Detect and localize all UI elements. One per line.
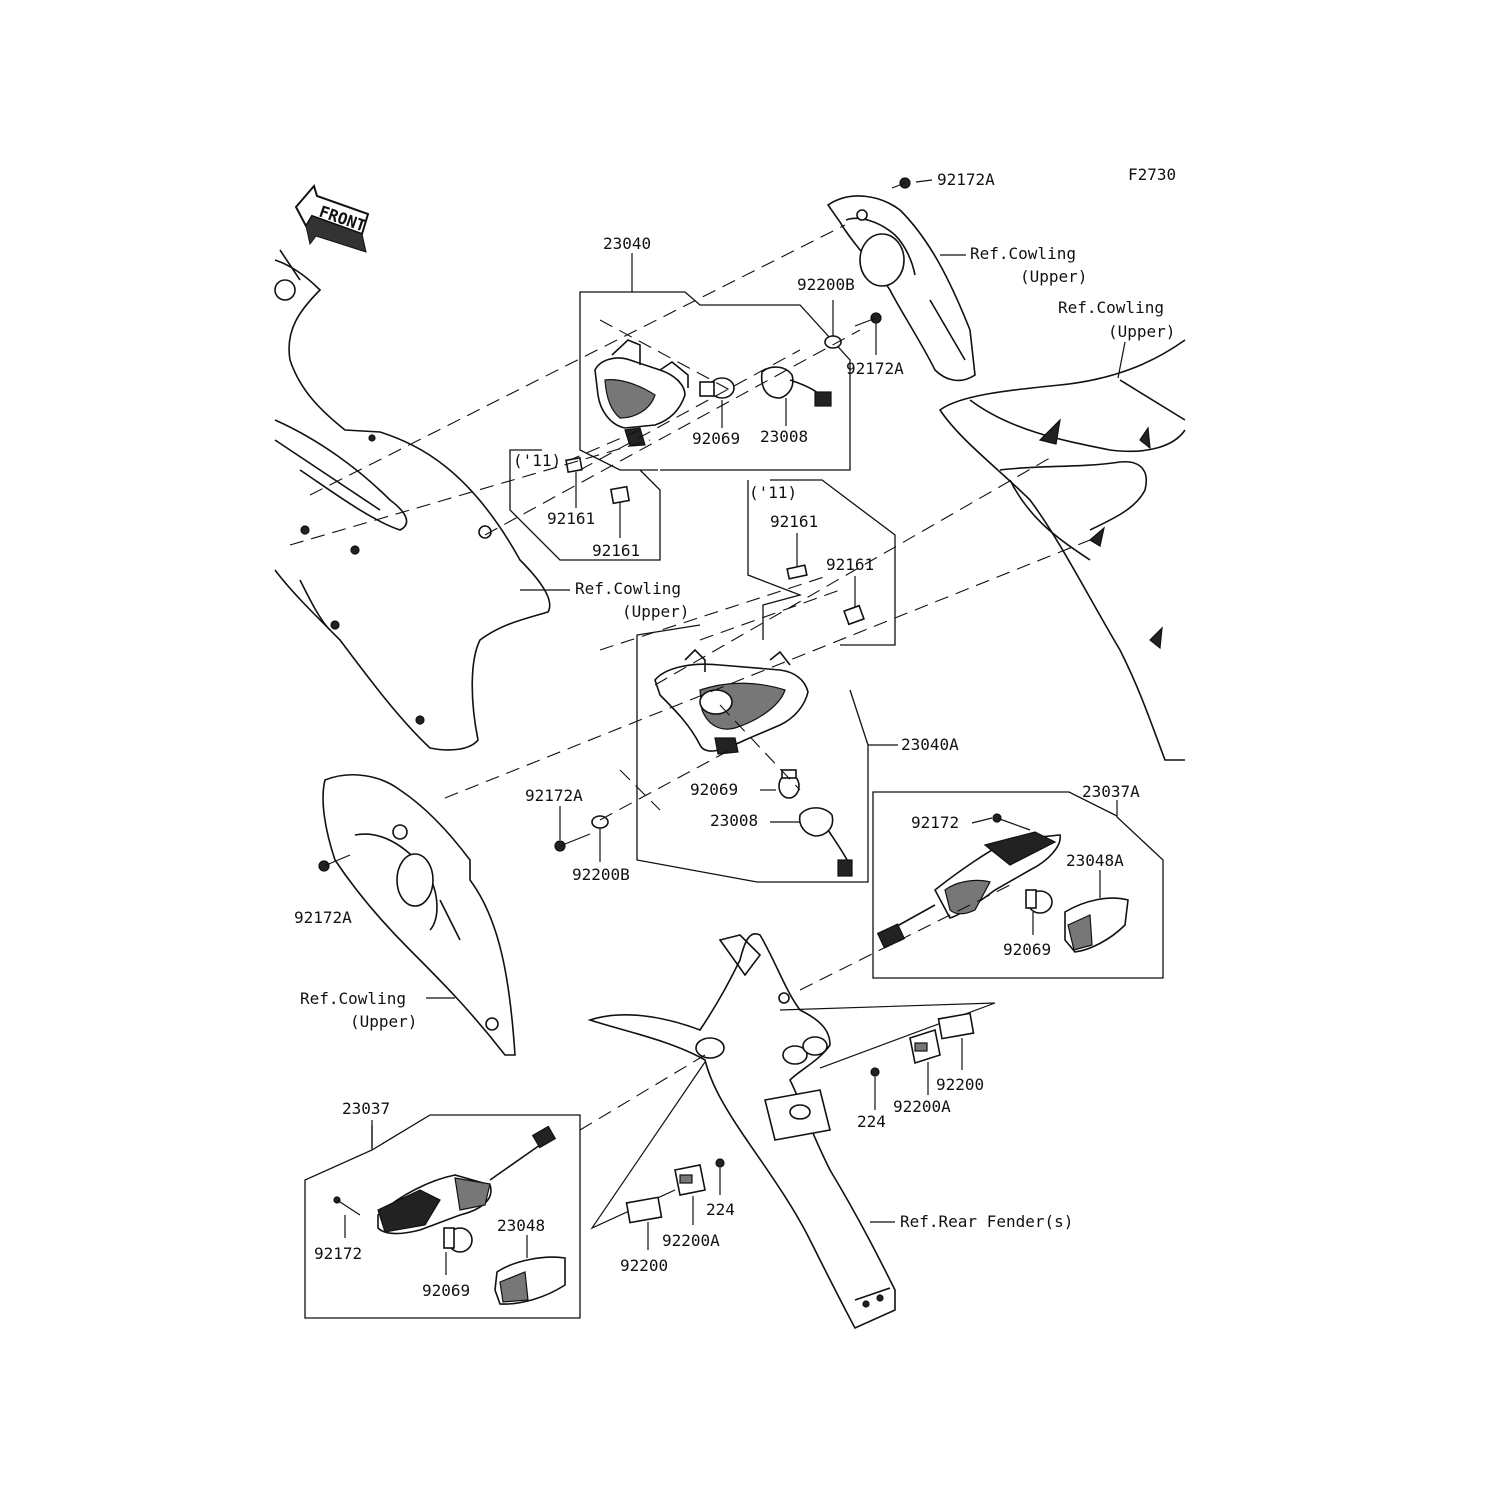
rubber-92161-c — [786, 564, 808, 580]
tail-light-23040A — [654, 648, 809, 755]
bulb-92069-right — [1025, 889, 1053, 914]
label-ref-cowling-right-sub: (Upper) — [1108, 322, 1175, 341]
screw-icon — [992, 813, 1031, 831]
label-23037: 23037 — [342, 1099, 390, 1118]
rubber-92161-a — [565, 456, 583, 474]
label-23040: 23040 — [603, 234, 651, 253]
alignment-lines — [289, 224, 1091, 1131]
label-92161-c: 92161 — [770, 512, 818, 531]
label-92200B-mid: 92200B — [572, 865, 630, 884]
rubber-92161-d — [843, 604, 865, 626]
label-224-right: 224 — [857, 1112, 886, 1131]
label-92161-b: 92161 — [592, 541, 640, 560]
screw-icon — [318, 854, 351, 872]
label-92172A-top: 92172A — [937, 170, 995, 189]
cowling-upper-lower-left — [322, 774, 516, 1056]
screw-icon — [891, 177, 911, 189]
label-92069-top: 92069 — [692, 429, 740, 448]
rear-fender — [587, 933, 896, 1330]
label-23040A: 23040A — [901, 735, 959, 754]
label-92200A-low: 92200A — [662, 1231, 720, 1250]
bracket-92200A-right — [909, 1028, 941, 1065]
label-92172A-left: 92172A — [525, 786, 583, 805]
plate-92200-low — [625, 1196, 663, 1224]
screw-icon — [854, 312, 882, 327]
label-92069-right: 92069 — [1003, 940, 1051, 959]
screw-icon — [554, 833, 591, 852]
bracket-23040-right — [632, 291, 851, 471]
label-224-low: 224 — [706, 1200, 735, 1219]
label-23008-top: 23008 — [760, 427, 808, 446]
label-ref-rear-fender: Ref.Rear Fender(s) — [900, 1212, 1073, 1231]
cowling-upper-top — [826, 195, 976, 382]
label-92200-right: 92200 — [936, 1075, 984, 1094]
label-ref-cowling-right: Ref.Cowling — [1058, 298, 1164, 317]
label-92069-low: 92069 — [422, 1281, 470, 1300]
label-year-11-right: ('11) — [749, 483, 797, 502]
bracket-11-right — [770, 479, 896, 646]
rubber-92161-b — [609, 485, 631, 505]
label-92200B-top: 92200B — [797, 275, 855, 294]
label-92172-left: 92172 — [314, 1244, 362, 1263]
label-ref-cowling-low: Ref.Cowling — [300, 989, 406, 1008]
screw-icon — [870, 1067, 880, 1077]
bracket-92200A-low — [674, 1164, 706, 1196]
label-ref-cowling-top-sub: (Upper) — [1020, 267, 1087, 286]
lens-23048A — [1064, 897, 1129, 953]
label-92200A-right: 92200A — [893, 1097, 951, 1116]
label-ref-cowling-mid: Ref.Cowling — [575, 579, 681, 598]
label-92172-right: 92172 — [911, 813, 959, 832]
bulb-92069-mid — [778, 769, 800, 799]
label-23048A: 23048A — [1066, 851, 1124, 870]
label-92161-a: 92161 — [547, 509, 595, 528]
label-92172A-mid: 92172A — [846, 359, 904, 378]
turn-signal-23037 — [377, 1125, 557, 1235]
label-23048: 23048 — [497, 1216, 545, 1235]
bulb-92069-low — [443, 1227, 473, 1253]
bracket-23037 — [304, 1114, 581, 1319]
socket-23008-mid — [798, 807, 853, 877]
label-ref-cowling-low-sub: (Upper) — [350, 1012, 417, 1031]
figure-code: F2730 — [1128, 165, 1176, 184]
label-92200-low: 92200 — [620, 1256, 668, 1275]
turn-signal-23037A — [876, 831, 1061, 949]
cowling-upper-left — [274, 249, 551, 751]
cowling-upper-right — [938, 339, 1186, 761]
label-year-11-left: ('11) — [513, 451, 561, 470]
bracket-23037A — [872, 791, 1164, 979]
label-92161-d: 92161 — [826, 555, 874, 574]
label-23037A: 23037A — [1082, 782, 1140, 801]
socket-23008-top — [760, 366, 832, 407]
front-arrow-icon: FRONT — [294, 183, 370, 253]
label-23008-mid: 23008 — [710, 811, 758, 830]
lens-23048 — [494, 1256, 566, 1305]
bracket-23040A — [636, 624, 869, 883]
screw-icon — [333, 1196, 361, 1216]
plate-92200-right — [937, 1012, 975, 1040]
label-92069-mid: 92069 — [690, 780, 738, 799]
tail-light-23040 — [594, 339, 689, 447]
bracket-11-left — [509, 449, 661, 561]
screw-icon — [715, 1158, 725, 1168]
washer-92200B-mid — [591, 815, 609, 829]
label-ref-cowling-mid-sub: (Upper) — [622, 602, 689, 621]
label-ref-cowling-top: Ref.Cowling — [970, 244, 1076, 263]
label-92172A-low: 92172A — [294, 908, 352, 927]
